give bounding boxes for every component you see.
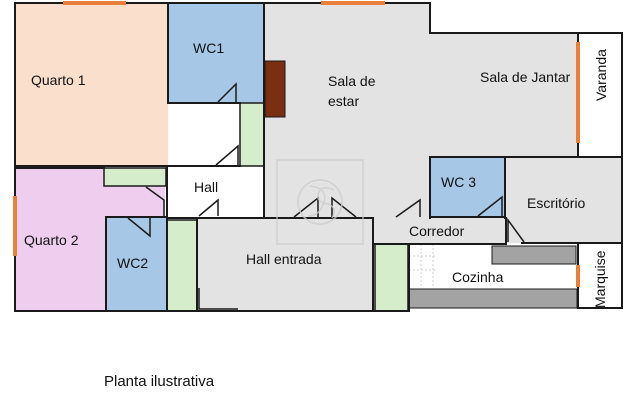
closet-quarto-2 xyxy=(103,167,167,187)
kitchen-counter-bottom xyxy=(408,288,578,309)
walls xyxy=(14,2,623,312)
door-swings xyxy=(127,82,525,310)
room-wc3 xyxy=(430,157,505,217)
label-wc1: WC1 xyxy=(193,40,224,56)
door-wc1 xyxy=(217,82,237,103)
door-wc3 xyxy=(477,195,503,217)
plan-caption: Planta ilustrativa xyxy=(104,373,215,390)
door-quarto-1 xyxy=(215,144,239,166)
closet-quarto-1 xyxy=(239,102,265,167)
label-quarto-1: Quarto 1 xyxy=(31,72,86,88)
room-hall xyxy=(167,166,264,218)
label-escritorio: Escritório xyxy=(527,195,586,211)
door-hall xyxy=(198,198,219,217)
room-wc2 xyxy=(106,217,167,311)
room-hall-entrada xyxy=(197,218,373,311)
label-sala-de-estar-line2: estar xyxy=(328,93,359,109)
door-wc2 xyxy=(127,217,151,238)
closet-hall-entrada xyxy=(166,219,198,312)
label-sala-de-jantar: Sala de Jantar xyxy=(480,69,571,85)
windows xyxy=(13,1,580,287)
room-sala-de-jantar xyxy=(430,33,578,157)
door-quarto-2 xyxy=(145,186,165,216)
label-corredor: Corredor xyxy=(409,223,465,239)
room-quarto-1 xyxy=(15,3,168,166)
label-wc3: WC 3 xyxy=(441,174,476,190)
label-hall-entrada: Hall entrada xyxy=(246,251,322,267)
room-sala-de-estar xyxy=(264,3,430,218)
chimney xyxy=(264,60,286,118)
door-corredor xyxy=(395,198,421,218)
label-wc2: WC2 xyxy=(117,255,148,271)
room-escritorio xyxy=(505,157,622,243)
kitchen-counter-top xyxy=(491,245,577,265)
label-cozinha: Cozinha xyxy=(452,269,504,285)
label-marquise: Marquise xyxy=(592,250,608,308)
watermark-logo xyxy=(276,159,364,245)
label-quarto-2: Quarto 2 xyxy=(24,232,79,248)
door-sala-right xyxy=(331,196,357,218)
label-varanda: Varanda xyxy=(593,49,609,101)
closet-corredor xyxy=(374,243,409,312)
room-varanda xyxy=(578,33,622,157)
label-sala-de-estar-line1: Sala de xyxy=(328,73,376,89)
label-hall: Hall xyxy=(194,179,218,195)
door-escritorio xyxy=(507,217,525,243)
room-wc1 xyxy=(168,3,264,103)
kitchen-tile-floor xyxy=(409,244,436,288)
door-entrada xyxy=(198,288,238,310)
room-corredor xyxy=(373,218,506,244)
room-marquise xyxy=(578,243,622,308)
